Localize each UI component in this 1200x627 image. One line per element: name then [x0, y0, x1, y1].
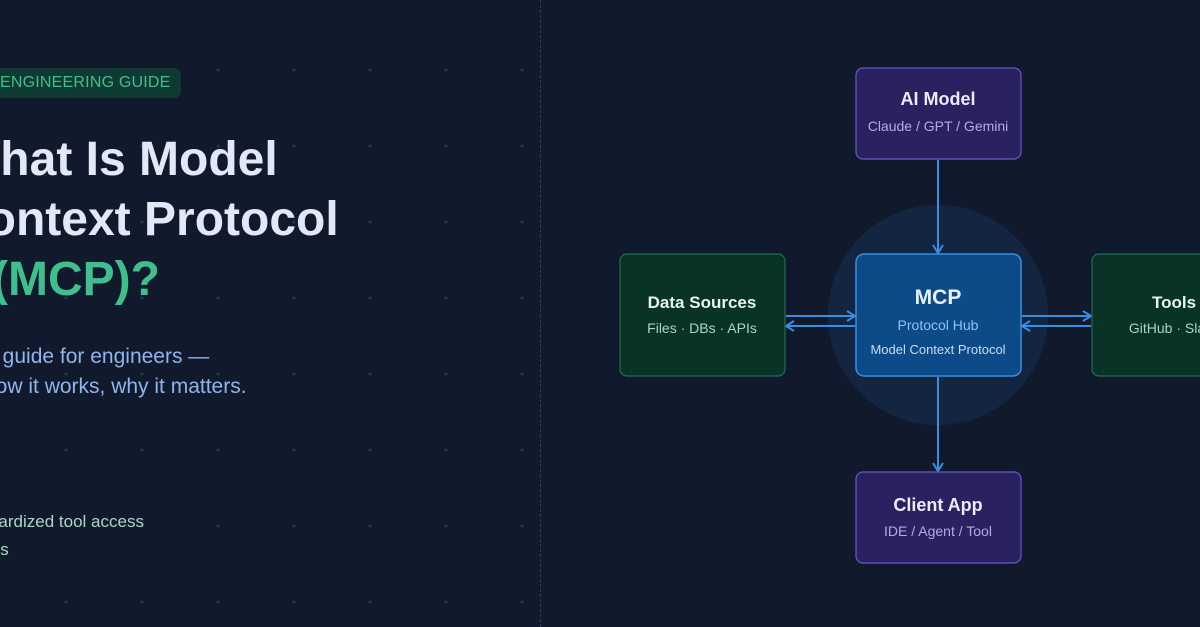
- node-subtitle: Protocol Hub: [898, 317, 979, 333]
- node-subtitle: Files · DBs · APIs: [647, 320, 757, 336]
- grid-dot: [520, 524, 524, 528]
- node-ai-model: AI Model Claude / GPT / Gemini: [855, 67, 1022, 160]
- grid-dot: [140, 220, 144, 224]
- node-title: MCP: [915, 286, 962, 309]
- grid-dot: [140, 448, 144, 452]
- grid-dot: [216, 600, 220, 604]
- grid-dot: [368, 524, 372, 528]
- grid-dot: [140, 524, 144, 528]
- grid-dot: [140, 296, 144, 300]
- grid-dot: [444, 296, 448, 300]
- grid-dot: [368, 600, 372, 604]
- grid-dot: [292, 144, 296, 148]
- node-detail: Model Context Protocol: [870, 342, 1005, 357]
- grid-dot: [444, 220, 448, 224]
- node-subtitle: Claude / GPT / Gemini: [868, 118, 1009, 134]
- grid-dot: [64, 296, 68, 300]
- grid-dot: [140, 144, 144, 148]
- node-title: Client App: [893, 495, 982, 515]
- grid-dot: [520, 296, 524, 300]
- left-panel: ENGINEERING GUIDE What Is Model Context …: [0, 0, 540, 627]
- grid-dot: [292, 68, 296, 72]
- subtitle-line-1: A guide for engineers —: [0, 345, 210, 368]
- grid-dot: [292, 448, 296, 452]
- category-badge: ENGINEERING GUIDE: [0, 68, 181, 98]
- grid-dot: [368, 372, 372, 376]
- grid-dot: [520, 144, 524, 148]
- feature-item: Models: [0, 540, 9, 559]
- feature-item: Standardized tool access: [0, 512, 144, 531]
- node-tools: Tools GitHub · Slack: [1091, 253, 1200, 377]
- node-subtitle: GitHub · Slack: [1129, 320, 1200, 336]
- grid-dot: [444, 372, 448, 376]
- grid-dot: [520, 68, 524, 72]
- grid-dot: [292, 524, 296, 528]
- grid-dot: [444, 448, 448, 452]
- grid-dot: [520, 600, 524, 604]
- grid-dot: [140, 372, 144, 376]
- grid-dot: [216, 448, 220, 452]
- node-title: Data Sources: [648, 293, 757, 312]
- grid-dot: [64, 372, 68, 376]
- title-line-3: (MCP)?: [0, 253, 160, 306]
- grid-dot: [444, 144, 448, 148]
- grid-dot: [368, 296, 372, 300]
- node-data-sources: Data Sources Files · DBs · APIs: [619, 253, 786, 377]
- title-line-2: Context Protocol: [0, 193, 339, 246]
- grid-dot: [140, 600, 144, 604]
- grid-dot: [216, 144, 220, 148]
- grid-dot: [368, 448, 372, 452]
- grid-dot: [64, 524, 68, 528]
- grid-dot: [216, 524, 220, 528]
- grid-dot: [292, 600, 296, 604]
- grid-dot: [368, 68, 372, 72]
- node-subtitle: IDE / Agent / Tool: [884, 523, 992, 539]
- grid-dot: [368, 144, 372, 148]
- grid-dot: [216, 372, 220, 376]
- grid-dot: [216, 296, 220, 300]
- subtitle-line-2: how it works, why it matters.: [0, 375, 247, 398]
- grid-dot: [292, 220, 296, 224]
- grid-dot: [368, 220, 372, 224]
- subtitle: A guide for engineers — how it works, wh…: [0, 342, 263, 402]
- grid-dot: [520, 448, 524, 452]
- grid-dot: [444, 600, 448, 604]
- page-title: What Is Model Context Protocol (MCP)?: [0, 130, 387, 310]
- grid-dot: [520, 372, 524, 376]
- grid-dot: [292, 372, 296, 376]
- grid-dot: [292, 296, 296, 300]
- grid-dot: [64, 220, 68, 224]
- section-divider: [540, 0, 541, 627]
- grid-dot: [444, 524, 448, 528]
- grid-dot: [64, 448, 68, 452]
- grid-dot: [444, 68, 448, 72]
- node-mcp-hub: MCP Protocol Hub Model Context Protocol: [855, 253, 1022, 377]
- grid-dot: [520, 220, 524, 224]
- feature-list: Standardized tool access Models: [0, 508, 190, 564]
- grid-dot: [216, 68, 220, 72]
- node-client-app: Client App IDE / Agent / Tool: [855, 471, 1022, 564]
- node-title: AI Model: [901, 89, 976, 109]
- grid-dot: [216, 220, 220, 224]
- grid-dot: [64, 144, 68, 148]
- grid-dot: [64, 600, 68, 604]
- title-line-1: What Is Model: [0, 133, 278, 186]
- node-title: Tools: [1152, 293, 1196, 312]
